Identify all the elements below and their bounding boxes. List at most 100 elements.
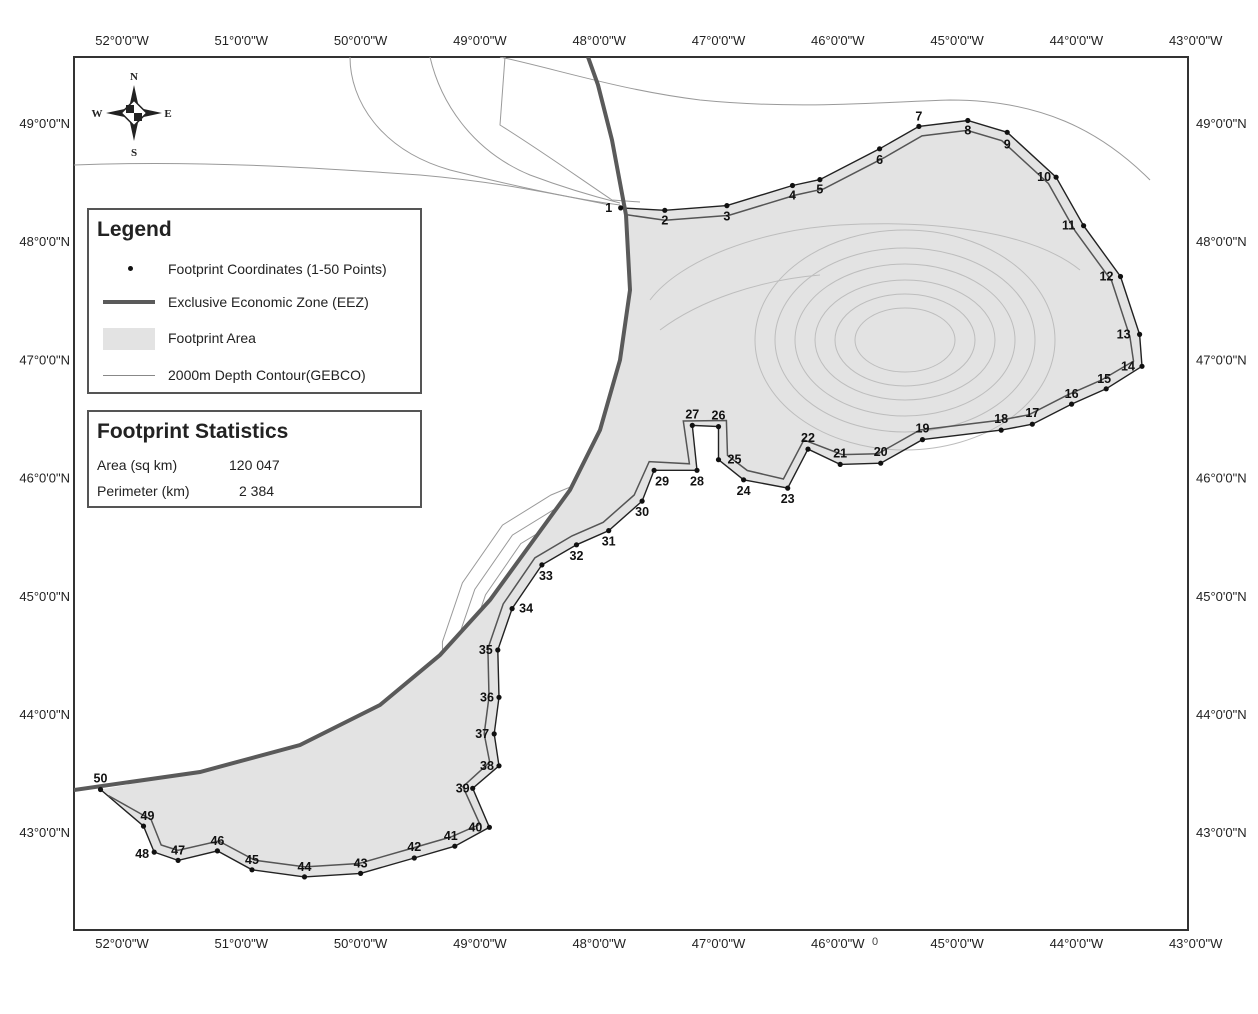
lon-label-top: 50°0'0"W (334, 33, 388, 48)
footprint-point (495, 647, 501, 653)
lon-label-bottom: 43°0'0"W (1169, 936, 1223, 951)
footprint-area (100, 120, 1142, 877)
lat-label-right: 46°0'0"N (1196, 471, 1247, 486)
compass-s: S (131, 147, 137, 159)
footprint-point (715, 457, 722, 463)
stats-area-row: Area (sq km) 120 047 (97, 457, 280, 473)
footprint-point (805, 446, 811, 452)
footprint-point (1053, 174, 1059, 180)
footprint-point-label: 39 (456, 781, 470, 795)
lat-label-left: 46°0'0"N (19, 471, 70, 486)
footprint-point-label: 37 (475, 727, 489, 741)
legend-item-eez: Exclusive Economic Zone (EEZ) (89, 292, 420, 314)
footprint-point-label: 23 (781, 492, 795, 506)
compass-e: E (164, 108, 171, 120)
bathymetry-ring (834, 293, 976, 387)
lat-label-left: 44°0'0"N (19, 707, 70, 722)
legend-item-contour: 2000m Depth Contour(GEBCO) (89, 365, 420, 387)
footprint-point-label: 44 (298, 860, 312, 874)
footprint-point-label: 3 (723, 210, 730, 224)
contour-line (499, 57, 641, 203)
footprint-point (651, 467, 657, 473)
footprint-point-label: 5 (816, 183, 823, 197)
lat-label-right: 47°0'0"N (1196, 352, 1247, 367)
lat-label-right: 44°0'0"N (1196, 707, 1247, 722)
bathymetry-ring (659, 274, 821, 331)
footprint-point (1004, 129, 1010, 135)
footprint-point-label: 1 (605, 201, 612, 215)
footprint-point (1103, 386, 1109, 392)
lon-label-bottom: 47°0'0"W (692, 936, 746, 951)
bathymetry-ring (854, 307, 956, 373)
footprint-point (509, 606, 515, 612)
footprint-point-label: 33 (539, 569, 553, 583)
footprint-point-label: 43 (354, 856, 368, 870)
footprint-point-label: 13 (1117, 327, 1131, 341)
footprint-point (1069, 401, 1075, 407)
lon-label-top: 43°0'0"W (1169, 33, 1223, 48)
footprint-point (470, 785, 476, 791)
footprint-point (785, 485, 791, 491)
footprint-point (724, 203, 730, 209)
footprint-point (618, 205, 624, 211)
footprint-statistics-panel: Footprint Statistics Area (sq km) 120 04… (87, 410, 422, 508)
footprint-point (214, 848, 220, 854)
footprint-point (491, 731, 497, 737)
footprint-point (249, 867, 255, 873)
lat-label-right: 48°0'0"N (1196, 234, 1247, 249)
contour-line-icon (103, 375, 155, 376)
footprint-point (140, 823, 147, 829)
footprint-point-label: 32 (570, 549, 584, 563)
bathymetry-rings (649, 223, 1081, 451)
lat-label-left: 43°0'0"N (19, 825, 70, 840)
footprint-point (175, 857, 181, 864)
bathymetry-ring (649, 223, 1081, 301)
footprint-point (539, 562, 545, 568)
footprint-point (411, 855, 417, 861)
footprint-point-label: 8 (964, 124, 971, 138)
depth-contour-2000m (108, 129, 1135, 868)
footprint-point-label: 17 (1025, 406, 1039, 420)
footprint-point-label: 49 (141, 809, 155, 823)
footprint-point (452, 843, 458, 849)
latitude-labels-left: 49°0'0"N48°0'0"N47°0'0"N46°0'0"N45°0'0"N… (19, 116, 70, 840)
footprint-point (496, 763, 502, 769)
footprint-point-label: 50 (94, 772, 108, 786)
lon-label-bottom: 51°0'0"W (215, 936, 269, 951)
lat-label-left: 48°0'0"N (19, 234, 70, 249)
footprint-point (715, 424, 722, 430)
stats-perimeter-row: Perimeter (km) 2 384 (97, 483, 274, 499)
area-swatch-icon (103, 328, 155, 350)
footprint-point-label: 15 (1097, 372, 1111, 386)
footprint-point-label: 21 (833, 446, 847, 460)
eez-line-icon (103, 300, 155, 304)
compass-n: N (130, 71, 138, 83)
footprint-point (1117, 273, 1124, 280)
footprint-point (1081, 223, 1087, 229)
eez-line (74, 57, 633, 792)
footprint-point (573, 542, 580, 548)
footprint-point (97, 786, 104, 793)
footprint-point-label: 22 (801, 431, 815, 445)
lon-label-top: 52°0'0"W (95, 33, 149, 48)
lon-label-top: 44°0'0"W (1050, 33, 1104, 48)
footprint-point-label: 14 (1121, 359, 1135, 373)
bathymetry-ring (814, 279, 996, 401)
footprint-point-label: 19 (916, 422, 930, 436)
footprint-point (919, 437, 926, 443)
point-symbol-icon (128, 266, 133, 271)
area-value: 120 047 (229, 457, 280, 473)
footprint-point-label: 35 (479, 643, 493, 657)
footprint-point-label: 31 (602, 535, 616, 549)
footprint-point-label: 30 (635, 505, 649, 519)
lat-label-right: 43°0'0"N (1196, 825, 1247, 840)
footprint-point-label: 2 (661, 213, 668, 227)
footprint-point (486, 824, 492, 830)
footprint-point (689, 422, 695, 428)
footprint-point (606, 528, 612, 534)
footprint-point-label: 6 (876, 153, 883, 167)
footprint-point-label: 47 (171, 843, 185, 857)
